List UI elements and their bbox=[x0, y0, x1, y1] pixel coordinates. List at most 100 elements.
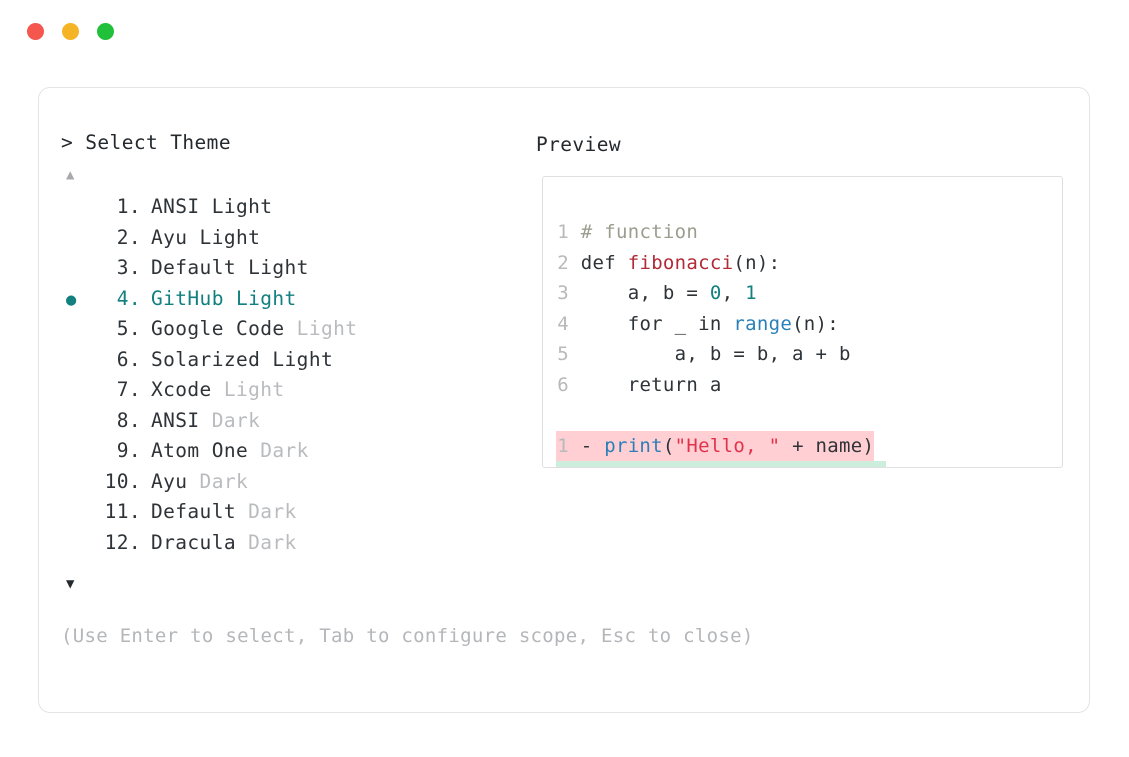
selected-bullet-icon: ● bbox=[66, 289, 77, 310]
theme-list-item[interactable]: 9. Atom One Dark bbox=[61, 439, 531, 470]
code-line: 1 # function bbox=[556, 217, 886, 248]
line-number: 4 bbox=[557, 312, 569, 335]
theme-item-variant: Dark bbox=[235, 500, 297, 523]
theme-item-variant: Dark bbox=[187, 469, 249, 493]
picker-prompt: > Select Theme bbox=[61, 131, 231, 154]
theme-list-item[interactable]: 3. Default Light bbox=[61, 256, 531, 287]
code-line: 6 return a bbox=[556, 370, 886, 401]
code-token: !" bbox=[851, 465, 874, 467]
theme-item-name: Xcode bbox=[151, 378, 212, 401]
diff-line-row: 1 - print("Hello, " + name) bbox=[556, 430, 886, 461]
theme-item-variant: Light bbox=[235, 256, 309, 279]
code-gutter-space bbox=[569, 374, 581, 396]
theme-item-index: 5. bbox=[116, 317, 141, 340]
code-line: 4 for _ in range(n): bbox=[556, 309, 886, 340]
theme-item-index: 4. bbox=[116, 286, 141, 310]
theme-item-index: 1. bbox=[116, 195, 141, 218]
theme-item-name: Google Code bbox=[151, 317, 285, 340]
code-token: + name) bbox=[780, 434, 875, 457]
theme-list-item[interactable]: 5. Google Code Light bbox=[61, 317, 531, 348]
diff-line-row: 1 + print(f"Hello, {name}!") bbox=[556, 461, 886, 467]
theme-item-name: ANSI bbox=[151, 195, 200, 218]
theme-item-index: 8. bbox=[116, 408, 141, 432]
theme-item-variant: Light bbox=[187, 225, 261, 249]
theme-item-name: GitHub bbox=[151, 286, 224, 310]
line-number: 1 bbox=[556, 461, 569, 467]
code-gutter-space bbox=[569, 252, 581, 274]
theme-list-item[interactable]: 10. Ayu Dark bbox=[61, 470, 531, 501]
theme-item-variant: Light bbox=[223, 286, 297, 310]
theme-item-index: 2. bbox=[116, 225, 141, 249]
theme-item-name: Ayu bbox=[151, 225, 188, 249]
scroll-up-arrow[interactable]: ▲ bbox=[66, 167, 75, 183]
theme-item-name: Atom One bbox=[151, 439, 249, 462]
theme-list-item[interactable]: 6. Solarized Light bbox=[61, 348, 531, 379]
theme-item-index: 10. bbox=[104, 469, 141, 493]
theme-picker: > Select Theme ▲ 1. ANSI Light 2. Ayu Light… bbox=[61, 133, 531, 595]
maximize-dot[interactable] bbox=[97, 22, 114, 40]
close-dot[interactable] bbox=[27, 22, 44, 40]
code-line: 5 a, b = b, a + b bbox=[556, 339, 886, 370]
code-token: ( bbox=[662, 434, 675, 457]
code-line: 3 a, b = 0, 1 bbox=[556, 278, 886, 309]
theme-list-item[interactable]: 12.Dracula Dark bbox=[61, 531, 531, 562]
preview-label: Preview bbox=[536, 133, 621, 156]
code-token: {name} bbox=[780, 465, 850, 467]
theme-item-index: 7. bbox=[116, 378, 141, 401]
code-token: f"Hello, bbox=[675, 465, 781, 467]
code-token: a, b = bbox=[580, 282, 710, 304]
code-token: ) bbox=[874, 465, 886, 467]
theme-list-item[interactable]: 2. Ayu Light bbox=[61, 226, 531, 257]
code-gutter-space bbox=[569, 313, 581, 335]
theme-item-name: Solarized bbox=[151, 347, 261, 371]
keyboard-hint: (Use Enter to select, Tab to configure s… bbox=[61, 625, 754, 647]
theme-list: 1. ANSI Light 2. Ayu Light 3. Default Light ● 4… bbox=[61, 195, 531, 561]
code-token: (n): bbox=[792, 312, 840, 335]
theme-item-variant: Light bbox=[211, 378, 285, 401]
theme-item-name: Default bbox=[151, 500, 236, 523]
theme-item-index: 11. bbox=[104, 500, 141, 523]
code-blank-line bbox=[556, 400, 886, 431]
theme-item-index: 9. bbox=[116, 439, 141, 462]
theme-item-variant: Light bbox=[199, 195, 273, 218]
minimize-dot[interactable] bbox=[62, 22, 79, 40]
theme-selector-dialog: > Select Theme ▲ 1. ANSI Light 2. Ayu Light… bbox=[38, 87, 1090, 713]
code-line: 2 def fibonacci(n): bbox=[556, 248, 886, 279]
code-token: return a bbox=[580, 373, 722, 396]
diff-plus-marker: + bbox=[569, 465, 604, 467]
diff-minus-marker: - bbox=[569, 434, 605, 457]
line-number: 3 bbox=[557, 282, 569, 304]
code-gutter-space bbox=[569, 343, 581, 365]
theme-item-index: 6. bbox=[116, 347, 141, 371]
theme-item-index: 12. bbox=[104, 530, 141, 554]
theme-item-variant: Dark bbox=[199, 408, 261, 432]
code-token: fibonacci bbox=[627, 251, 734, 274]
theme-list-item[interactable]: 11. Default Dark bbox=[61, 500, 531, 531]
code-token: ( bbox=[663, 465, 675, 467]
code-token: range bbox=[733, 312, 793, 335]
code-gutter-space bbox=[569, 221, 581, 243]
scroll-down-arrow[interactable]: ▼ bbox=[66, 576, 75, 592]
theme-list-item[interactable]: 8.ANSI Dark bbox=[61, 409, 531, 440]
theme-item-variant: Dark bbox=[248, 439, 309, 462]
code-token: def bbox=[580, 251, 628, 274]
theme-item-name: Default bbox=[151, 256, 236, 279]
theme-list-item[interactable]: 1. ANSI Light bbox=[61, 195, 531, 226]
theme-item-variant: Dark bbox=[235, 530, 297, 554]
line-number: 1 bbox=[557, 434, 569, 457]
theme-item-index: 3. bbox=[116, 256, 141, 279]
theme-item-variant: Light bbox=[284, 317, 358, 340]
theme-list-item[interactable]: 7. Xcode Light bbox=[61, 378, 531, 409]
line-number: 6 bbox=[557, 373, 569, 396]
theme-list-item[interactable]: ● 4. GitHub Light bbox=[61, 287, 531, 318]
theme-item-name: Ayu bbox=[151, 469, 188, 493]
line-number: 5 bbox=[557, 343, 569, 365]
line-number: 1 bbox=[557, 221, 569, 243]
code-token: print bbox=[604, 465, 663, 467]
code-token: , bbox=[721, 282, 746, 304]
theme-item-variant: Light bbox=[260, 347, 334, 371]
code-token: 0 bbox=[709, 282, 722, 304]
